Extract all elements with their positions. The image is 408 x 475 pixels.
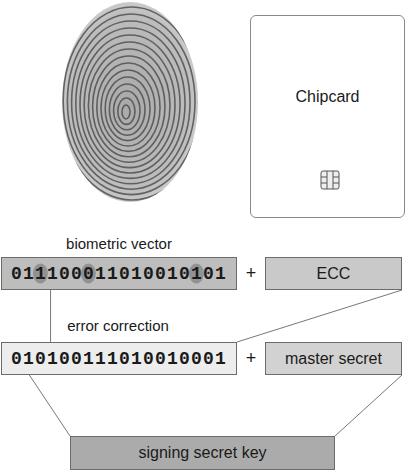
ecc-box: ECC xyxy=(265,257,402,290)
ridge-line xyxy=(114,91,140,130)
ridge-line xyxy=(67,14,195,189)
ridge-line xyxy=(105,77,150,141)
ridge-line xyxy=(118,98,135,124)
chipcard-box: Chipcard xyxy=(250,15,405,218)
ridge-line xyxy=(109,84,145,135)
ridge-line xyxy=(97,63,160,151)
ridge-line xyxy=(46,0,220,216)
ridge-line xyxy=(42,0,225,222)
signing-key-box: signing secret key xyxy=(70,436,335,470)
box-text: 010100111010010001 xyxy=(11,349,227,369)
ridge-line xyxy=(72,21,190,184)
box-text: Chipcard xyxy=(295,88,359,106)
corrected-vector-box: 010100111010010001 xyxy=(1,342,237,375)
connector-line xyxy=(29,375,70,436)
ridge-line xyxy=(88,49,170,162)
ridge-line xyxy=(101,70,155,146)
box-text: signing secret key xyxy=(138,444,266,462)
ridge-line xyxy=(84,42,175,168)
connector-line xyxy=(237,290,402,342)
box-text: ECC xyxy=(317,265,351,283)
ridge-line xyxy=(34,0,235,232)
fingerprint-ridges xyxy=(34,0,235,232)
ridge-line xyxy=(80,35,180,173)
box-text: 011100011010010101 xyxy=(11,264,227,284)
ridge-line xyxy=(63,7,200,195)
master-secret-box: master secret xyxy=(265,342,402,375)
ridge-line xyxy=(55,0,210,205)
connector-line xyxy=(50,290,51,342)
chip-contacts xyxy=(321,171,339,189)
chip-symbol xyxy=(321,171,339,189)
ridge-line xyxy=(93,56,165,157)
fingerprint-image xyxy=(34,0,235,232)
ridge-line xyxy=(76,28,185,178)
ridge-line xyxy=(122,105,130,119)
ridge-line xyxy=(51,0,215,211)
step-label: error correction xyxy=(67,317,169,334)
plus-sign: + xyxy=(246,263,257,284)
box-heading: biometric vector xyxy=(2,235,236,252)
connector-line xyxy=(335,375,402,436)
ridge-line xyxy=(59,0,205,200)
biometric-vector-box: biometric vector011100011010010101 xyxy=(1,257,237,290)
ridge-line xyxy=(38,0,230,227)
box-text: master secret xyxy=(285,350,382,368)
chip-outline xyxy=(321,171,339,189)
plus-sign: + xyxy=(246,348,257,369)
